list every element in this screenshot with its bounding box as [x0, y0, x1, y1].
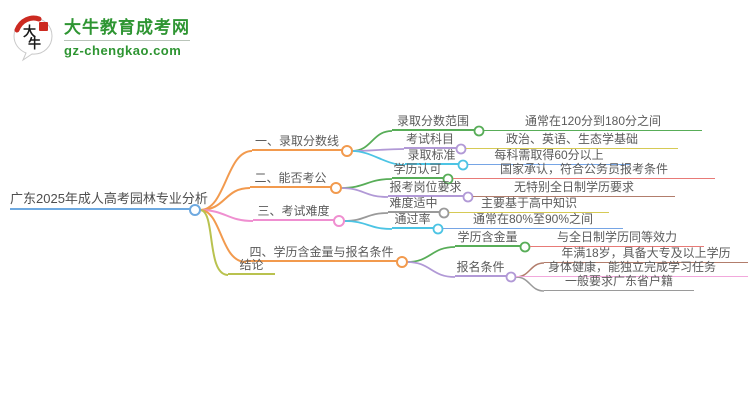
- site-name: 大牛教育成考网: [64, 18, 190, 41]
- leaf-node-subjects-detail[interactable]: 政治、英语、生态学基础: [466, 132, 678, 149]
- sub-node-circle[interactable]: [455, 143, 467, 155]
- branch1-node-circle[interactable]: [341, 145, 353, 157]
- leaf-node-residence[interactable]: 一般要求广东省户籍: [544, 274, 694, 291]
- connector: [351, 150, 406, 166]
- sub-node-circle[interactable]: [462, 191, 474, 203]
- branch-node-5-conclusion[interactable]: 结论: [228, 258, 275, 275]
- leaf-node-position-detail[interactable]: 无特别全日制学历要求: [473, 180, 675, 197]
- connector: [343, 220, 393, 230]
- connector: [406, 261, 456, 278]
- connector: [199, 150, 253, 211]
- site-logo: 大 牛 大牛教育成考网 gz-chengkao.com: [10, 14, 190, 62]
- sub-node-degree-recognition[interactable]: 学历认可: [392, 162, 443, 179]
- sub-node-score-range[interactable]: 录取分数范围: [392, 114, 474, 131]
- connector: [340, 178, 393, 189]
- branch4-node-circle[interactable]: [396, 256, 408, 268]
- branch3-node-circle[interactable]: [333, 215, 345, 227]
- sub-node-pass-rate[interactable]: 通过率: [392, 212, 433, 229]
- sub-node-circle[interactable]: [519, 241, 531, 253]
- connector: [406, 246, 456, 263]
- sub-node-circle[interactable]: [457, 159, 469, 171]
- sub-node-degree-value[interactable]: 学历含金量: [455, 230, 520, 247]
- logo-bull-icon: 大 牛: [10, 14, 56, 62]
- leaf-node-recognition-detail[interactable]: 国家承认，符合公务员报考条件: [453, 162, 715, 179]
- branch-node-1[interactable]: 一、录取分数线: [252, 134, 342, 151]
- branch-node-2[interactable]: 二、能否考公: [250, 171, 331, 188]
- connector: [343, 212, 389, 222]
- branch2-node-circle[interactable]: [330, 182, 342, 194]
- leaf-node-age-education[interactable]: 年满18岁，具备大专及以上学历: [544, 246, 748, 263]
- connector: [351, 130, 393, 152]
- branch-node-4[interactable]: 四、学历含金量与报名条件: [246, 245, 397, 262]
- leaf-node-difficulty-detail[interactable]: 主要基于高中知识: [449, 196, 609, 213]
- leaf-node-health[interactable]: 身体健康，能独立完成学习任务: [516, 260, 748, 277]
- sub-node-moderate-difficulty[interactable]: 难度适中: [388, 196, 439, 213]
- leaf-node-standard-detail[interactable]: 每科需取得60分以上: [468, 148, 630, 165]
- sub-node-admission-standard[interactable]: 录取标准: [405, 148, 458, 165]
- sub-node-registration-conditions[interactable]: 报名条件: [455, 260, 506, 277]
- sub-node-circle[interactable]: [438, 207, 450, 219]
- leaf-node-score-range-detail[interactable]: 通常在120分到180分之间: [484, 114, 702, 131]
- mindmap-root-node[interactable]: 广东2025年成人高考园林专业分析: [10, 191, 208, 210]
- sub-node-circle[interactable]: [442, 173, 454, 185]
- site-domain: gz-chengkao.com: [64, 42, 182, 58]
- leaf-node-passrate-detail[interactable]: 通常在80%至90%之间: [443, 212, 623, 229]
- branch-node-3[interactable]: 三、考试难度: [253, 204, 334, 221]
- connector: [199, 209, 247, 263]
- root-node-circle[interactable]: [189, 204, 201, 216]
- logo-char-da: 大: [23, 24, 36, 39]
- connector: [340, 187, 389, 198]
- sub-node-circle[interactable]: [473, 125, 485, 137]
- connector: [199, 209, 229, 276]
- connector: [515, 276, 545, 292]
- sub-node-circle[interactable]: [505, 271, 517, 283]
- sub-node-circle[interactable]: [432, 223, 444, 235]
- logo-char-niu: 牛: [28, 36, 41, 51]
- sub-node-exam-subjects[interactable]: 考试科目: [404, 132, 456, 149]
- leaf-node-value-detail[interactable]: 与全日制学历同等效力: [530, 230, 704, 247]
- sub-node-position-requirements[interactable]: 报考岗位要求: [388, 180, 463, 197]
